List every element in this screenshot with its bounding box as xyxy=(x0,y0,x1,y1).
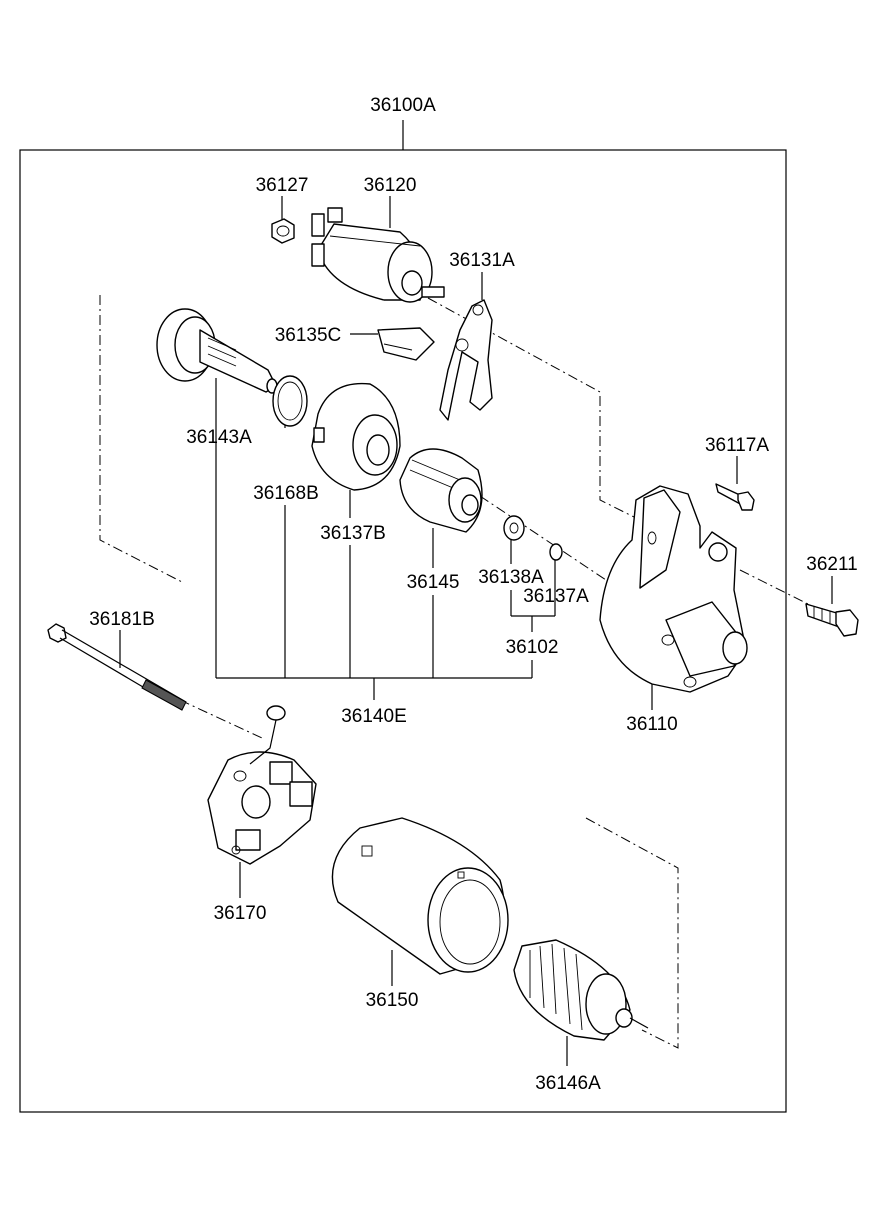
label-36137B: 36137B xyxy=(320,523,386,544)
bolt-36211 xyxy=(805,603,859,637)
label-36102: 36102 xyxy=(506,637,559,658)
label-36168B: 36168B xyxy=(253,483,319,504)
label-36170: 36170 xyxy=(214,903,267,924)
nut-36127 xyxy=(271,218,295,244)
lever-fork-36131A xyxy=(439,299,493,421)
label-36100A: 36100A xyxy=(370,95,436,116)
overrunning-clutch-36145 xyxy=(399,448,483,533)
label-36135C: 36135C xyxy=(275,325,342,346)
label-36140E: 36140E xyxy=(341,706,407,727)
label-36145: 36145 xyxy=(407,572,460,593)
housing-cup-36137B xyxy=(311,382,401,491)
through-bolt-36181B xyxy=(47,623,187,711)
pinion-shaft-36143A xyxy=(156,308,278,394)
bolt-36117A xyxy=(715,483,755,511)
label-36143A: 36143A xyxy=(186,427,252,448)
solenoid-switch-36120 xyxy=(311,207,445,303)
front-housing-36110 xyxy=(599,485,748,693)
snap-ring-36137A xyxy=(549,543,563,561)
plate-36135C xyxy=(377,327,435,361)
label-36110: 36110 xyxy=(626,714,677,735)
part-labels: 36100A 36127 36120 36131A 36135C 36143A … xyxy=(89,95,857,1094)
washer-36138A xyxy=(503,515,525,541)
yoke-36150 xyxy=(331,817,509,975)
label-36120: 36120 xyxy=(364,175,417,196)
armature-36146A xyxy=(513,939,649,1041)
label-36181B: 36181B xyxy=(89,609,155,630)
label-36117A: 36117A xyxy=(705,435,769,456)
ring-36168B xyxy=(272,375,308,427)
label-36211: 36211 xyxy=(806,554,857,575)
assembly-frame xyxy=(19,120,787,1113)
leader-lines xyxy=(119,196,833,1066)
label-36138A: 36138A xyxy=(478,567,544,588)
label-36150: 36150 xyxy=(366,990,419,1011)
label-36146A: 36146A xyxy=(535,1073,601,1094)
alignment-lines xyxy=(99,295,809,1049)
label-36137A: 36137A xyxy=(523,586,589,607)
label-36127: 36127 xyxy=(256,175,309,196)
brush-holder-36170 xyxy=(207,705,317,865)
label-36131A: 36131A xyxy=(449,250,515,271)
